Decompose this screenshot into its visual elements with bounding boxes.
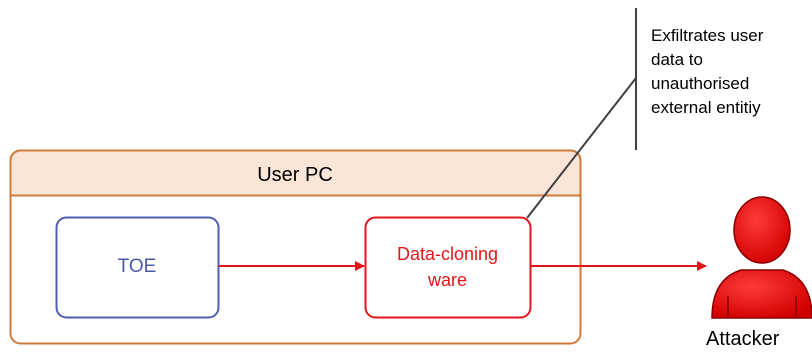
user-pc-title-bar [9,149,582,197]
toe-label: TOE [117,256,157,277]
exfiltration-callout-text: Exfiltrates user data to unauthorised ex… [651,26,764,117]
user-pc-title: User PC [257,164,333,186]
data-cloning-ware-label: Data-cloning ware [396,244,499,290]
attacker-label: Attacker [706,328,780,350]
data-cloning-ware-box [364,216,532,319]
toe-box [55,216,220,319]
attacker-person-icon [711,196,812,319]
callout-leader-line [526,77,637,219]
